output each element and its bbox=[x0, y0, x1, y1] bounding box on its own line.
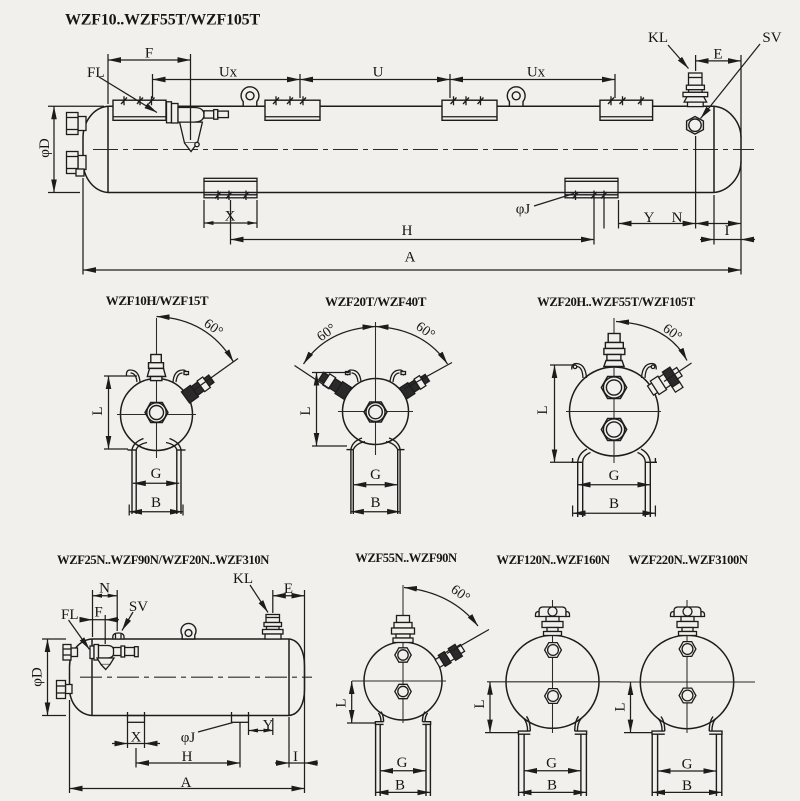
svg-text:Y: Y bbox=[263, 718, 274, 734]
svg-text:WZF20T/WZF40T: WZF20T/WZF40T bbox=[325, 294, 427, 309]
svg-text:Ux: Ux bbox=[527, 65, 546, 81]
svg-text:B: B bbox=[609, 496, 619, 512]
svg-text:KL: KL bbox=[648, 30, 668, 46]
svg-text:WZF20H..WZF55T/WZF105T: WZF20H..WZF55T/WZF105T bbox=[537, 295, 696, 309]
svg-text:φJ: φJ bbox=[516, 202, 531, 218]
svg-text:φD: φD bbox=[37, 138, 53, 158]
svg-text:WZF10..WZF55T/WZF105T: WZF10..WZF55T/WZF105T bbox=[65, 12, 260, 29]
svg-text:B: B bbox=[370, 495, 380, 511]
svg-text:Y: Y bbox=[644, 210, 655, 226]
svg-text:H: H bbox=[182, 749, 193, 765]
svg-text:L: L bbox=[90, 406, 106, 415]
svg-text:L: L bbox=[613, 702, 629, 711]
svg-text:B: B bbox=[547, 778, 557, 794]
svg-text:N: N bbox=[672, 210, 683, 226]
svg-text:G: G bbox=[546, 756, 557, 772]
svg-text:WZF120N..WZF160N: WZF120N..WZF160N bbox=[496, 553, 610, 567]
svg-text:L: L bbox=[298, 406, 314, 415]
svg-text:N: N bbox=[99, 581, 110, 597]
svg-text:G: G bbox=[609, 468, 620, 484]
svg-text:B: B bbox=[151, 495, 161, 511]
svg-text:I: I bbox=[293, 749, 298, 765]
svg-text:Ux: Ux bbox=[219, 65, 238, 81]
svg-text:WZF220N..WZF3100N: WZF220N..WZF3100N bbox=[628, 553, 747, 567]
svg-text:G: G bbox=[682, 757, 693, 773]
svg-text:FL: FL bbox=[87, 65, 105, 81]
svg-text:WZF10H/WZF15T: WZF10H/WZF15T bbox=[106, 293, 209, 308]
svg-text:L: L bbox=[472, 699, 488, 708]
svg-text:WZF55N..WZF90N: WZF55N..WZF90N bbox=[355, 551, 457, 565]
svg-text:U: U bbox=[373, 65, 384, 81]
svg-text:E: E bbox=[284, 581, 293, 597]
svg-text:FL: FL bbox=[61, 607, 79, 623]
svg-text:L: L bbox=[535, 405, 551, 414]
svg-text:F: F bbox=[94, 605, 102, 621]
svg-text:E: E bbox=[713, 47, 722, 63]
svg-text:WZF25N..WZF90N/WZF20N..WZF310N: WZF25N..WZF90N/WZF20N..WZF310N bbox=[57, 553, 269, 567]
svg-text:G: G bbox=[397, 755, 408, 771]
svg-text:G: G bbox=[370, 467, 381, 483]
svg-text:I: I bbox=[725, 223, 730, 239]
svg-text:F: F bbox=[145, 46, 153, 62]
svg-text:H: H bbox=[402, 223, 413, 239]
svg-text:A: A bbox=[405, 250, 416, 266]
svg-text:X: X bbox=[225, 209, 236, 225]
svg-text:B: B bbox=[395, 778, 405, 794]
svg-text:SV: SV bbox=[762, 30, 781, 46]
svg-text:L: L bbox=[334, 698, 350, 707]
svg-text:A: A bbox=[181, 775, 192, 791]
svg-text:φD: φD bbox=[30, 667, 46, 687]
svg-text:φJ: φJ bbox=[181, 730, 196, 746]
svg-text:B: B bbox=[682, 778, 692, 794]
svg-text:X: X bbox=[131, 730, 142, 746]
svg-text:G: G bbox=[151, 466, 162, 482]
svg-text:KL: KL bbox=[233, 571, 253, 587]
svg-text:SV: SV bbox=[129, 599, 148, 615]
